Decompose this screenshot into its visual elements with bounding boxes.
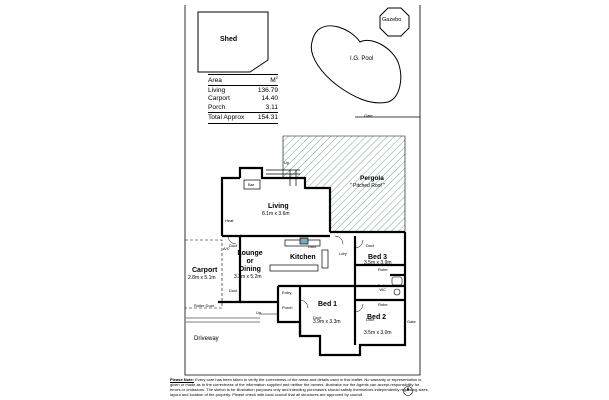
pergola-note: " Pitched Roof " [350,183,385,189]
duct-label: Duct [308,244,317,249]
area-header-label: Area [208,76,222,84]
kitchen-label: Kitchen [290,254,316,261]
gazebo-outline [379,7,410,37]
heat-label: Heat [225,218,234,223]
bar-label: Bar [248,182,255,187]
lounge-dims: 3.3m x 5.2m [234,274,262,280]
shed-label: Shed [220,36,238,43]
bath-fixtures [391,276,403,296]
bath-label: Bath/ WC [378,283,388,292]
roller-door-label: Roller Door [194,303,215,308]
bed2-label: Bed 2 [367,314,387,321]
ac-label: A/C [223,246,230,251]
duct-label: Duct [366,317,375,322]
pergola-area [282,135,406,233]
pool-label: I.G. Pool [350,56,374,62]
robe-label: Robe [378,267,388,272]
disclaimer: Please Note: Every care has been taken t… [170,377,430,397]
house-walls [218,166,407,357]
duct-label: Duct [313,315,322,320]
duct-label: Duct [366,243,375,248]
bed3-dims: 3.5m x 3.9m [364,260,392,266]
duct-label: Duct [229,288,238,293]
living-fixtures [243,169,300,190]
gate-label: Gate [364,113,373,118]
property-boundary [184,5,421,376]
gazebo-label: Gazebo [382,17,402,23]
ldry-label: Ldry [339,251,347,256]
door-swings [227,235,364,313]
disclaimer-heading: Please Note: [170,377,195,382]
shed-outline [197,11,269,73]
pool-outline [310,25,402,104]
robe-label: Robe [378,302,388,307]
front-path [186,313,361,352]
duct-label: Duct [229,243,238,248]
bed2-dims: 3.5m x 3.0m [364,330,392,336]
up-label: Up [256,310,262,315]
entry-label: Entry [282,290,292,295]
carport-label: Carport [192,267,218,274]
gate-label: Gate [407,319,416,324]
carport-dims: 2.8m x 5.1m [188,275,216,281]
up-label: Up [284,160,290,165]
kitchen-bench [269,237,329,272]
carport-outline [185,239,223,309]
bed1-label: Bed 1 [318,301,338,308]
lounge-label: Lounge or Dining [237,250,263,273]
porch-label: Porch [282,305,293,310]
bed3-label: Bed 3 [368,254,388,261]
area-table-header: Area M2 [208,75,278,86]
area-unit: M2 [270,75,278,85]
pergola-label: Pergola [360,175,384,182]
disclaimer-text: Every care has been taken to verify the … [170,377,429,398]
living-label: Living [268,203,289,210]
living-dims: 8.1m x 3.6m [262,211,290,217]
driveway-label: Driveway [194,336,219,342]
bed1-dims: 3.9m x 3.3m [313,319,341,325]
compass-icon [403,386,413,396]
